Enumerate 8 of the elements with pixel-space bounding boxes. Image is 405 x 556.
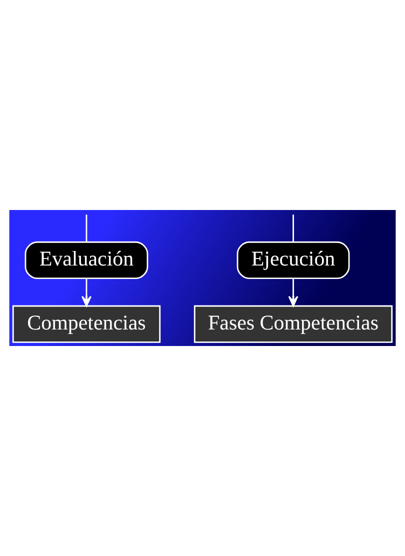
node-box: Competencias	[12, 305, 161, 343]
node-box: Ejecución	[236, 241, 350, 280]
connector	[292, 214, 294, 242]
connector	[86, 214, 88, 242]
arrow	[81, 278, 92, 307]
node-box: Fases Competencias	[194, 305, 393, 343]
node-box: Evaluación	[24, 241, 148, 280]
arrow	[288, 278, 298, 307]
